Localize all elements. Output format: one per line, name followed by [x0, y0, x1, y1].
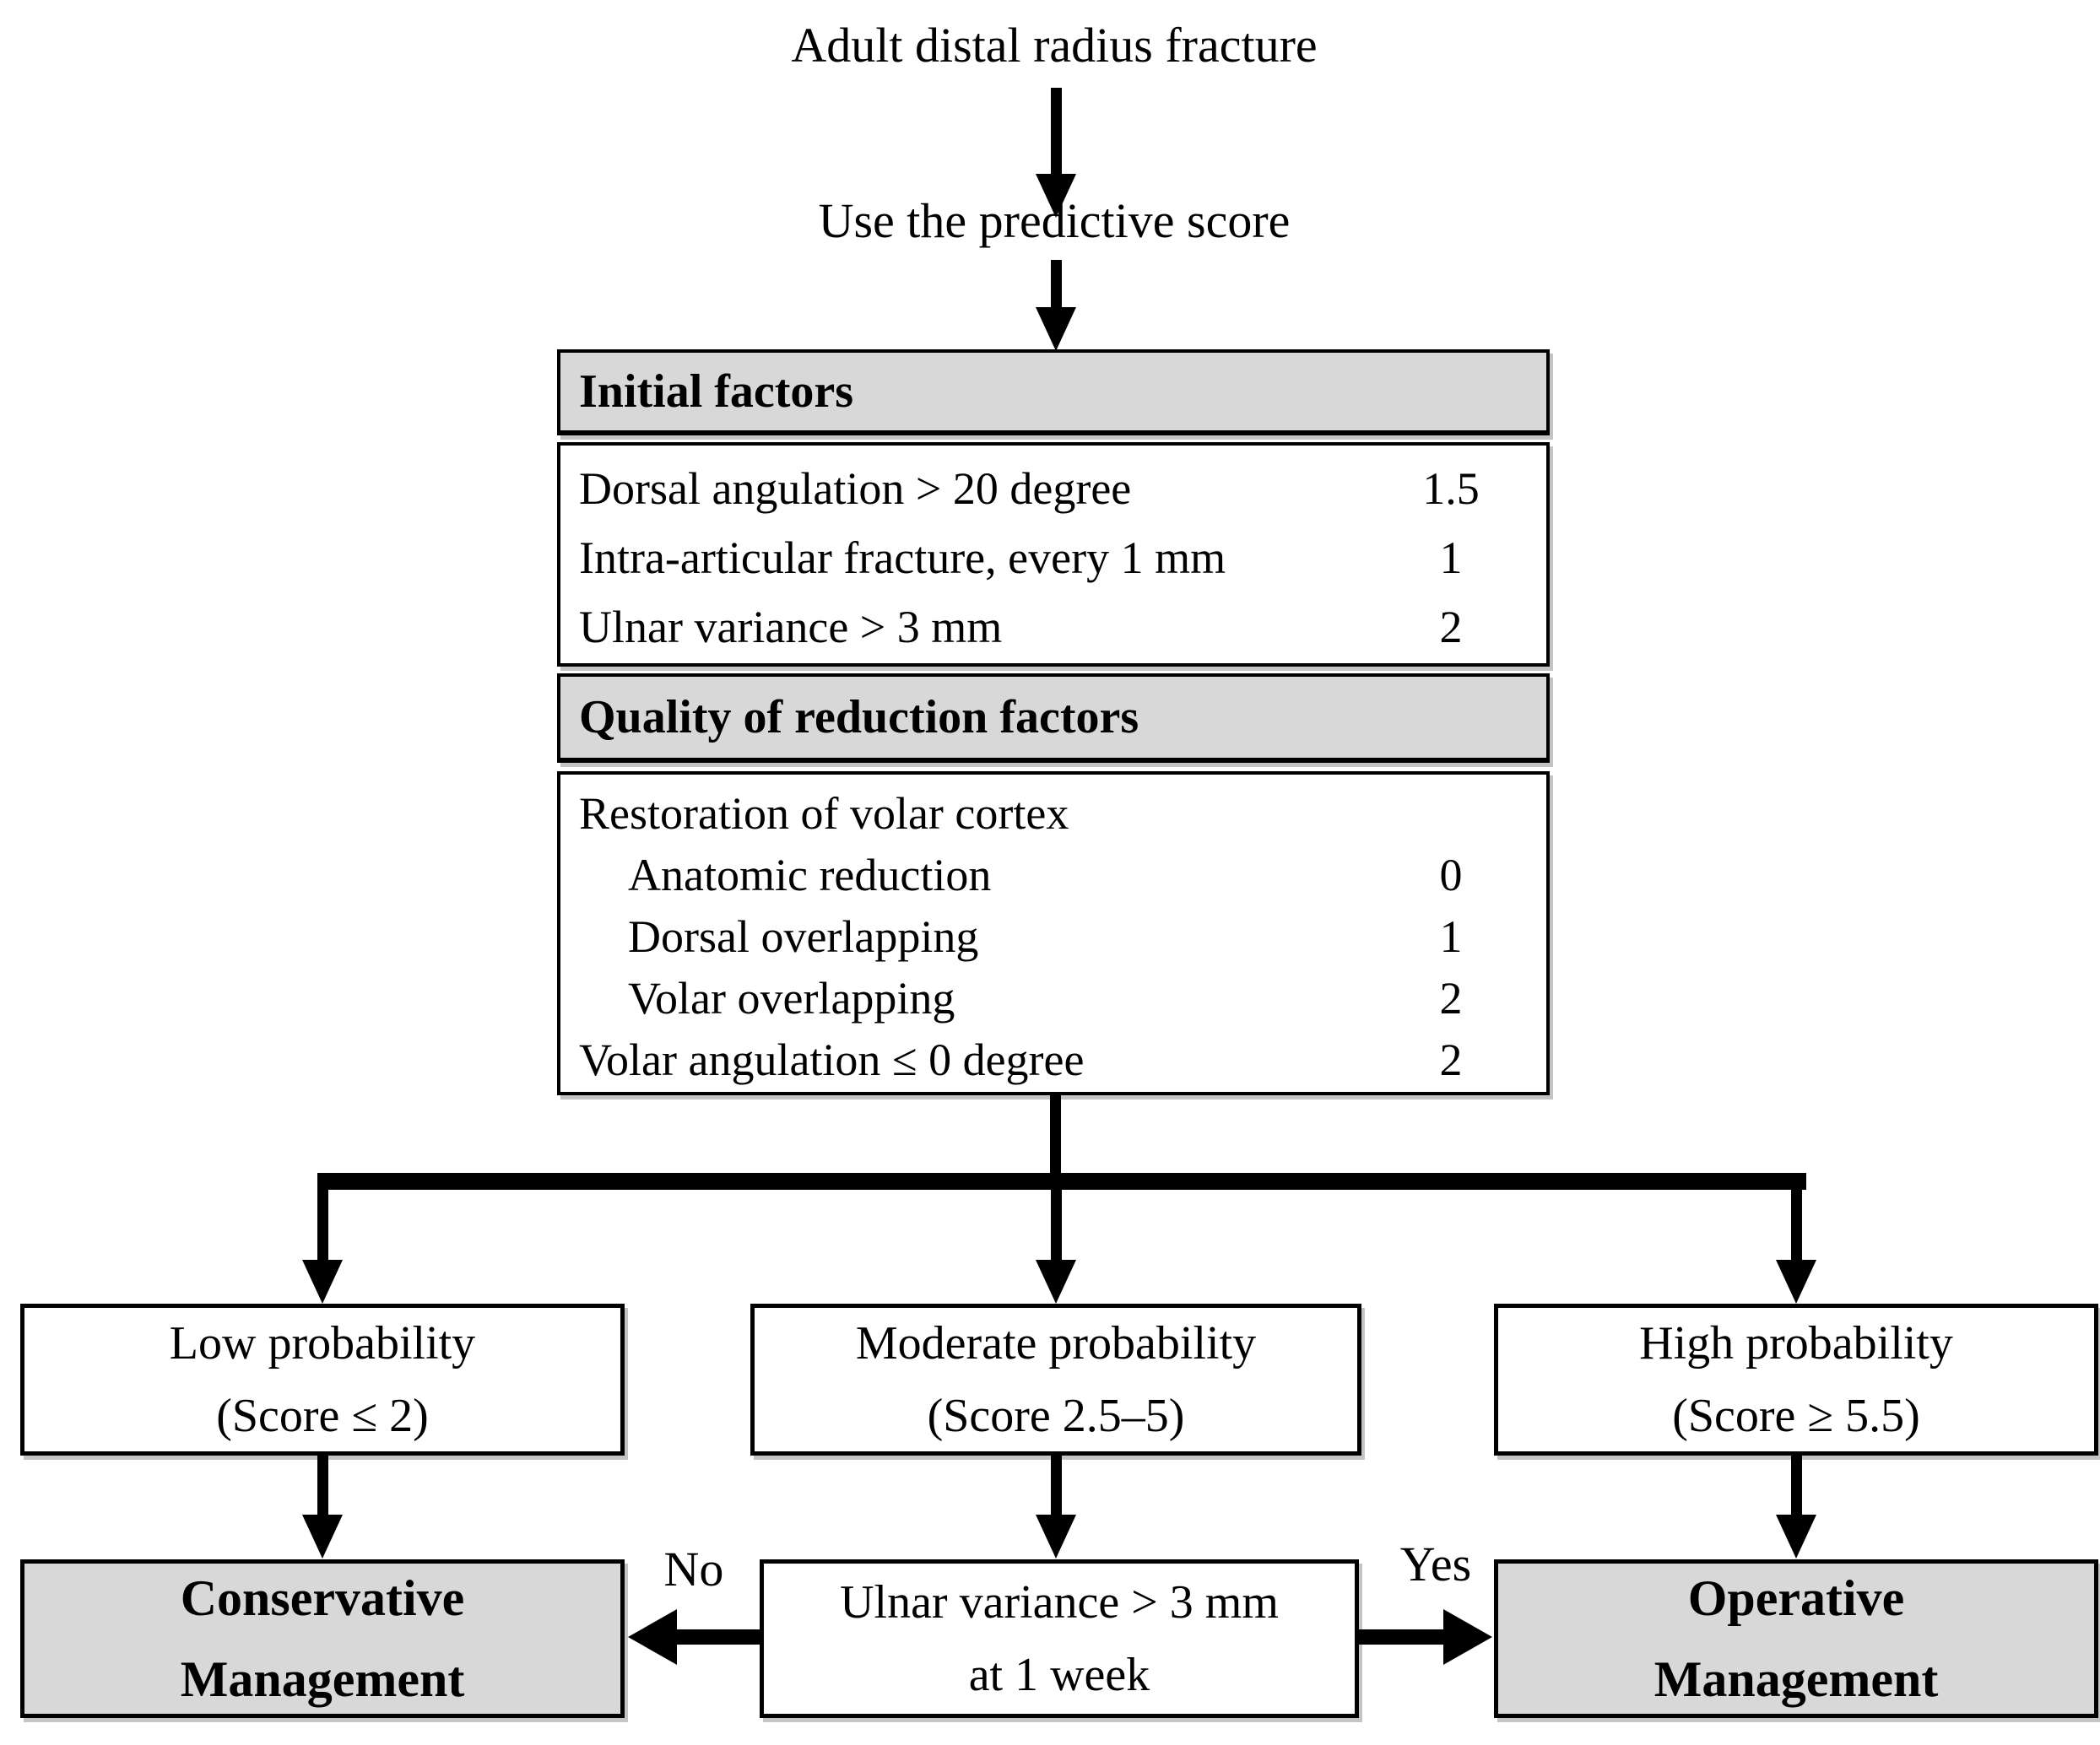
node-low-probability: Low probability (Score ≤ 2) — [20, 1304, 625, 1456]
table-row: Dorsal overlapping 1 — [560, 906, 1546, 968]
row-value: 2 — [1439, 973, 1463, 1024]
row-label: Volar overlapping — [628, 973, 955, 1024]
node-moderate-probability: Moderate probability (Score 2.5–5) — [750, 1304, 1361, 1456]
arrow-stem — [1050, 260, 1062, 307]
no-label: No — [663, 1542, 724, 1596]
node-operative-management: Operative Management — [1494, 1559, 2098, 1718]
table-row: Dorsal angulation > 20 degree 1.5 — [560, 454, 1546, 523]
arrow-right-icon — [1443, 1609, 1492, 1665]
arrow-down-icon — [1036, 88, 1076, 218]
branch-connector-bar — [317, 1173, 1806, 1190]
score-table-header-quality-of-reduction: Quality of reduction factors — [557, 673, 1550, 763]
arrow-head — [1036, 1515, 1076, 1559]
node-high-probability: High probability (Score ≥ 5.5) — [1494, 1304, 2098, 1456]
arrow-head — [1036, 1260, 1076, 1304]
node-line: Management — [180, 1651, 465, 1707]
branch-connector-stem — [1050, 1095, 1061, 1176]
arrow-stem — [1790, 1456, 1802, 1515]
arrow-head — [1036, 174, 1076, 218]
node-line: Moderate probability — [855, 1317, 1257, 1370]
row-value: 1 — [1439, 911, 1463, 962]
arrow-stem — [317, 1186, 328, 1260]
row-value: 2 — [1439, 1035, 1463, 1085]
row-label: Volar angulation ≤ 0 degree — [579, 1035, 1085, 1085]
arrow-stem — [1050, 1186, 1062, 1260]
arrow-down-icon — [1036, 1456, 1076, 1559]
table-row: Volar angulation ≤ 0 degree 2 — [560, 1029, 1546, 1091]
arrow-down-icon — [302, 1456, 343, 1559]
table-row: Ulnar variance > 3 mm 2 — [560, 592, 1546, 662]
row-value: 2 — [1439, 602, 1463, 652]
row-value: 0 — [1439, 850, 1463, 900]
section-header-label: Quality of reduction factors — [579, 691, 1139, 743]
row-label: Dorsal overlapping — [628, 911, 979, 962]
node-line: (Score ≤ 2) — [216, 1390, 429, 1442]
arrow-head — [1036, 307, 1076, 351]
score-table-body-initial-factors: Dorsal angulation > 20 degree 1.5 Intra-… — [557, 442, 1550, 667]
node-line: Ulnar variance > 3 mm — [840, 1576, 1279, 1629]
table-row: Volar overlapping 2 — [560, 968, 1546, 1029]
arrow-head — [1776, 1515, 1816, 1559]
start-node-label: Adult distal radius fracture — [791, 18, 1318, 73]
arrow-stem — [1050, 88, 1062, 174]
row-label: Ulnar variance > 3 mm — [579, 602, 1003, 652]
row-label: Dorsal angulation > 20 degree — [579, 463, 1132, 514]
node-line: at 1 week — [968, 1649, 1150, 1701]
node-line: High probability — [1639, 1317, 1953, 1370]
predictive-score-label: Use the predictive score — [818, 193, 1291, 248]
table-row: Restoration of volar cortex — [560, 783, 1546, 845]
arrow-stem — [1790, 1186, 1802, 1260]
arrow-stem — [317, 1456, 328, 1515]
row-label: Intra-articular fracture, every 1 mm — [579, 532, 1226, 583]
row-value: 1.5 — [1422, 463, 1480, 514]
table-row: Intra-articular fracture, every 1 mm 1 — [560, 523, 1546, 592]
arrow-down-icon — [1776, 1186, 1816, 1304]
score-table-header-initial-factors: Initial factors — [557, 349, 1550, 435]
arrow-left-icon — [628, 1609, 677, 1665]
node-line: Low probability — [169, 1317, 476, 1370]
section-header-label: Initial factors — [579, 365, 854, 418]
node-line: (Score 2.5–5) — [927, 1390, 1185, 1442]
arrow-down-icon — [1036, 1186, 1076, 1304]
yes-label: Yes — [1399, 1537, 1472, 1591]
arrow-down-icon — [1776, 1456, 1816, 1559]
node-line: Management — [1653, 1651, 1939, 1707]
arrow-down-icon — [1036, 260, 1076, 351]
arrow-stem — [1357, 1629, 1445, 1645]
arrow-head — [1776, 1260, 1816, 1304]
arrow-down-icon — [302, 1186, 343, 1304]
row-label: Anatomic reduction — [628, 850, 992, 900]
node-line: Conservative — [180, 1570, 465, 1626]
arrow-stem — [674, 1629, 761, 1645]
row-value — [1396, 783, 1506, 845]
node-conservative-management: Conservative Management — [20, 1559, 625, 1718]
node-line: (Score ≥ 5.5) — [1672, 1390, 1920, 1442]
score-table-body-quality-of-reduction: Restoration of volar cortex Anatomic red… — [557, 771, 1550, 1095]
row-value: 1 — [1439, 532, 1463, 583]
arrow-head — [302, 1260, 343, 1304]
node-line: Operative — [1687, 1570, 1905, 1626]
row-label: Restoration of volar cortex — [579, 788, 1069, 839]
arrow-stem — [1050, 1456, 1062, 1515]
table-row: Anatomic reduction 0 — [560, 845, 1546, 906]
arrow-head — [302, 1515, 343, 1559]
node-ulnar-variance-decision: Ulnar variance > 3 mm at 1 week — [760, 1559, 1359, 1718]
